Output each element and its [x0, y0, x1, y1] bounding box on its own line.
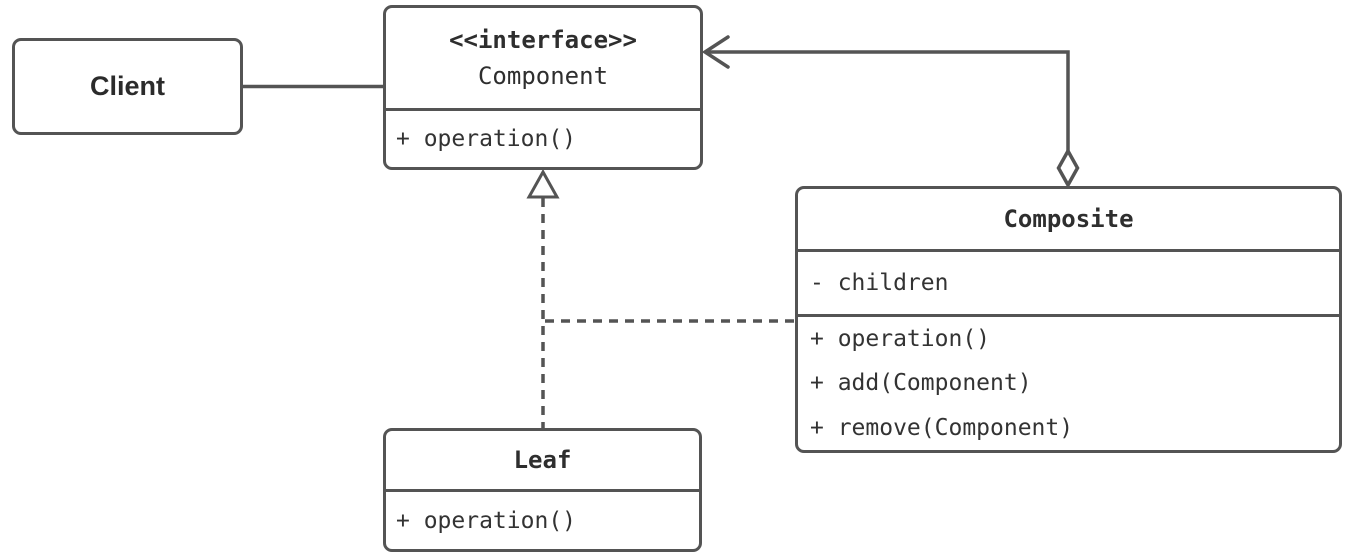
method-item: + operation() — [396, 507, 577, 534]
class-node-component: <<interface>> Component + operation() — [383, 5, 703, 170]
methods-compartment-component: + operation() — [386, 108, 700, 167]
aggregation-line-composite-component — [707, 50, 1070, 152]
method-item: + operation() — [396, 126, 577, 152]
method-item: + operation() — [810, 326, 991, 353]
methods-compartment-composite: + operation() + add(Component) + remove(… — [798, 314, 1339, 450]
methods-compartment-leaf: + operation() — [386, 489, 699, 549]
method-item: + remove(Component) — [810, 414, 1074, 441]
realization-triangle-icon — [526, 168, 560, 199]
class-header-leaf: Leaf — [386, 431, 699, 489]
class-header-composite: Composite — [798, 189, 1339, 249]
open-arrowhead-icon — [701, 35, 730, 69]
method-item: + add(Component) — [810, 370, 1032, 397]
stereotype-label: <<interface>> — [449, 26, 637, 54]
class-node-leaf: Leaf + operation() — [383, 428, 702, 552]
class-title-component: Component — [477, 62, 609, 90]
class-header-component: <<interface>> Component — [386, 8, 700, 108]
class-title-leaf: Leaf — [513, 446, 572, 474]
class-title-client: Client — [89, 71, 165, 101]
class-node-composite: Composite - children + operation() + add… — [795, 186, 1342, 453]
class-node-client: Client — [12, 38, 243, 135]
attribute-item: - children — [810, 270, 949, 296]
aggregation-diamond-icon — [1056, 147, 1080, 189]
attributes-compartment-composite: - children — [798, 249, 1339, 314]
class-title-composite: Composite — [1003, 205, 1134, 233]
